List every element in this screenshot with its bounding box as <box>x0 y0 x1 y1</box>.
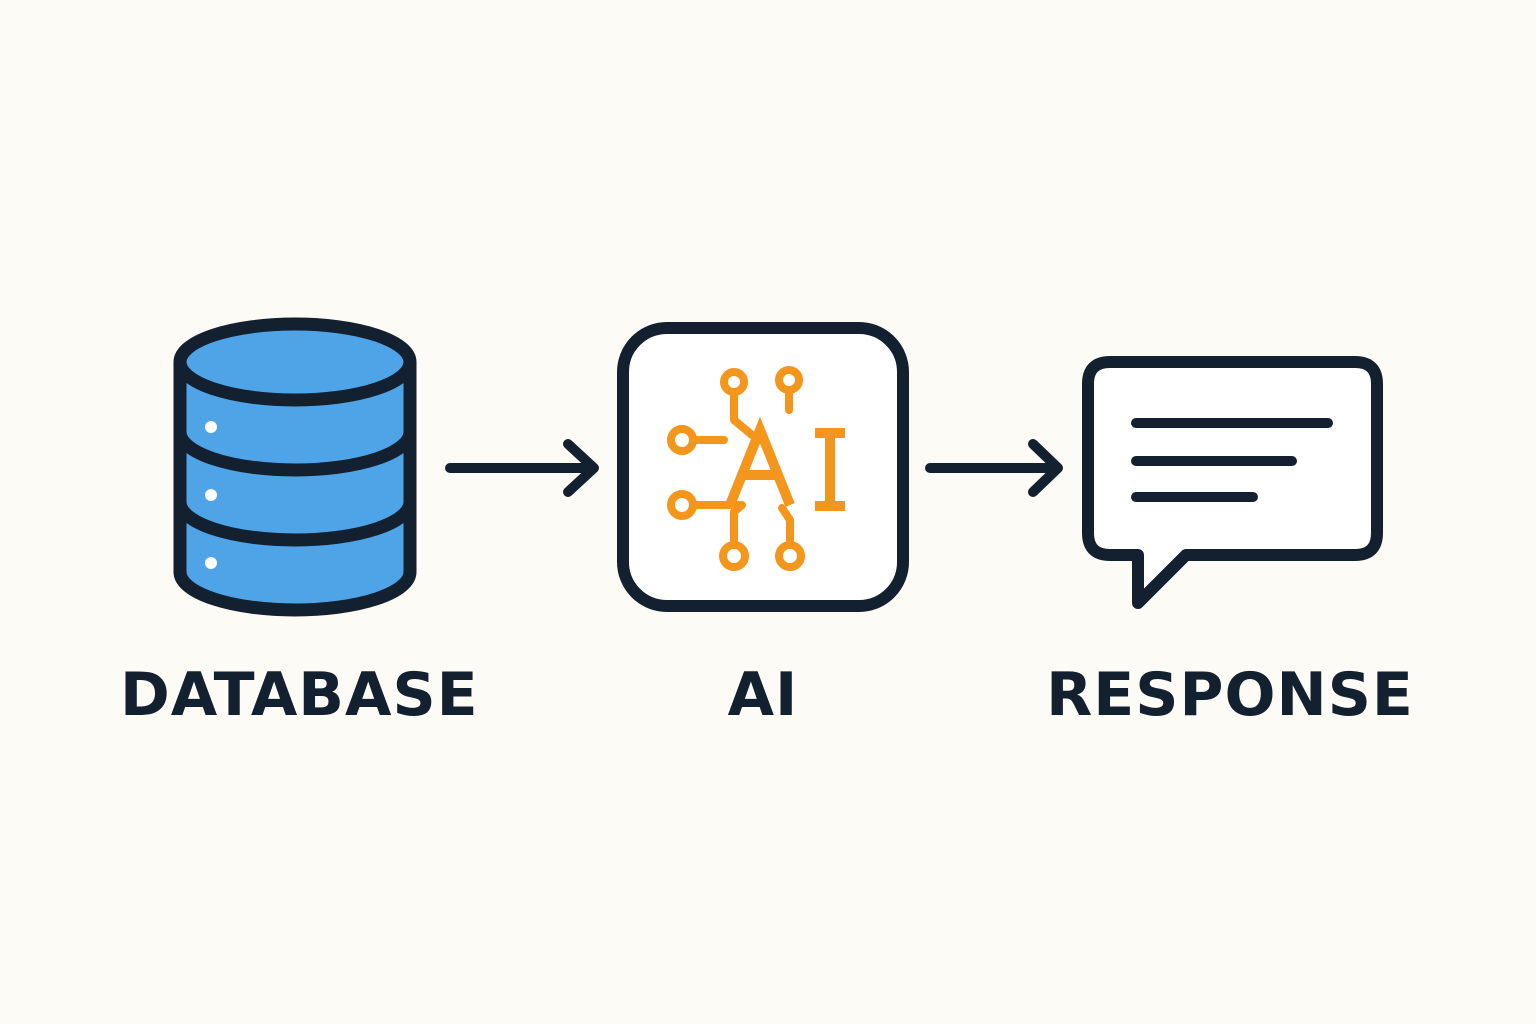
arrow-right-icon <box>925 439 1063 497</box>
ai-label: AI <box>727 660 799 730</box>
arrow-right-icon <box>445 439 599 497</box>
chat-bubble-icon <box>1082 356 1383 609</box>
response-label: RESPONSE <box>1046 660 1414 730</box>
ai-chip-icon <box>617 322 909 612</box>
circuit-lines <box>667 366 805 571</box>
ai-letters <box>725 416 845 511</box>
database-icon <box>173 317 417 617</box>
database-label: DATABASE <box>120 660 479 730</box>
